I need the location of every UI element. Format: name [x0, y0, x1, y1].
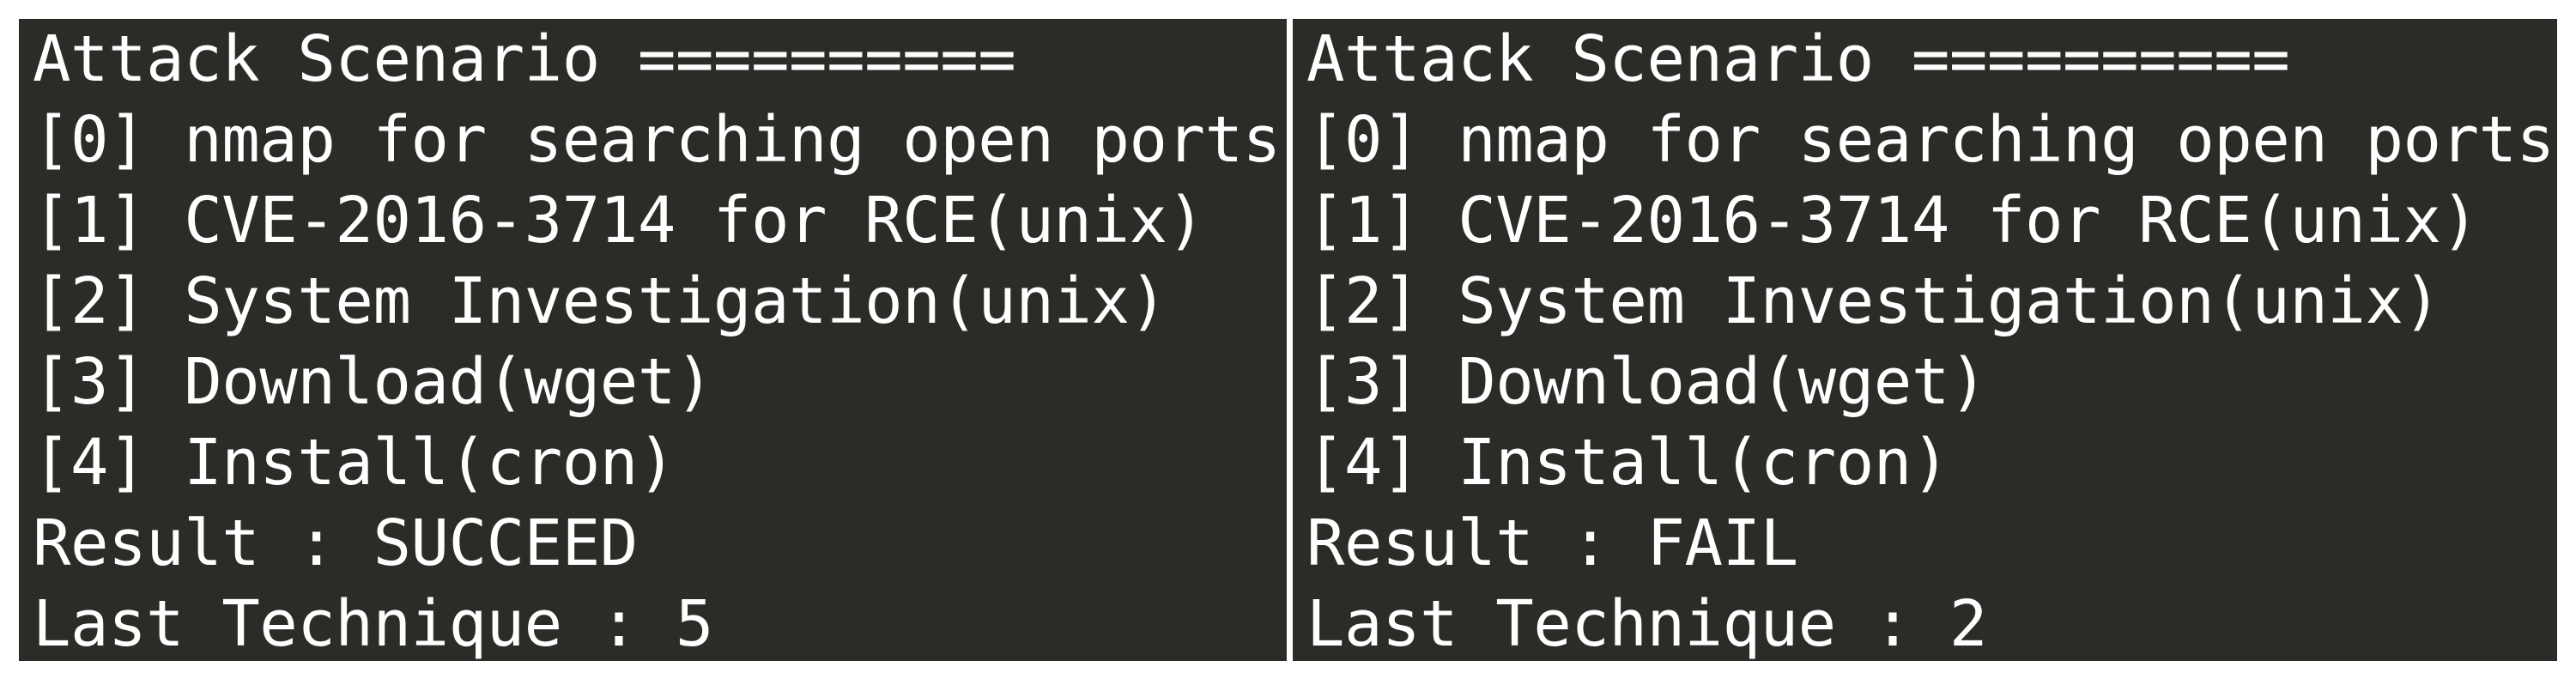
terminal-panel-succeed: Attack Scenario ========== [0] nmap for … — [19, 19, 1287, 661]
scenario-step-0: [0] nmap for searching open ports — [33, 103, 1281, 177]
scenario-step-3: [3] Download(wget) — [33, 345, 713, 419]
scenario-step-0: [0] nmap for searching open ports — [1306, 103, 2555, 177]
scenario-step-2: [2] System Investigation(unix) — [33, 264, 1167, 338]
terminal-panel-fail: Attack Scenario ========== [0] nmap for … — [1293, 19, 2557, 661]
result-line: Result : FAIL — [1306, 506, 1798, 580]
scenario-step-3: [3] Download(wget) — [1306, 345, 1987, 419]
last-technique-line: Last Technique : 2 — [1306, 587, 1987, 661]
result-line: Result : SUCCEED — [33, 506, 638, 580]
scenario-header: Attack Scenario ========== — [33, 22, 1016, 96]
scenario-step-2: [2] System Investigation(unix) — [1306, 264, 2441, 338]
scenario-header: Attack Scenario ========== — [1306, 22, 2290, 96]
scenario-step-1: [1] CVE-2016-3714 for RCE(unix) — [1306, 184, 2479, 258]
scenario-step-1: [1] CVE-2016-3714 for RCE(unix) — [33, 184, 1205, 258]
last-technique-line: Last Technique : 5 — [33, 587, 713, 661]
scenario-step-4: [4] Install(cron) — [33, 426, 676, 500]
scenario-step-4: [4] Install(cron) — [1306, 426, 1949, 500]
